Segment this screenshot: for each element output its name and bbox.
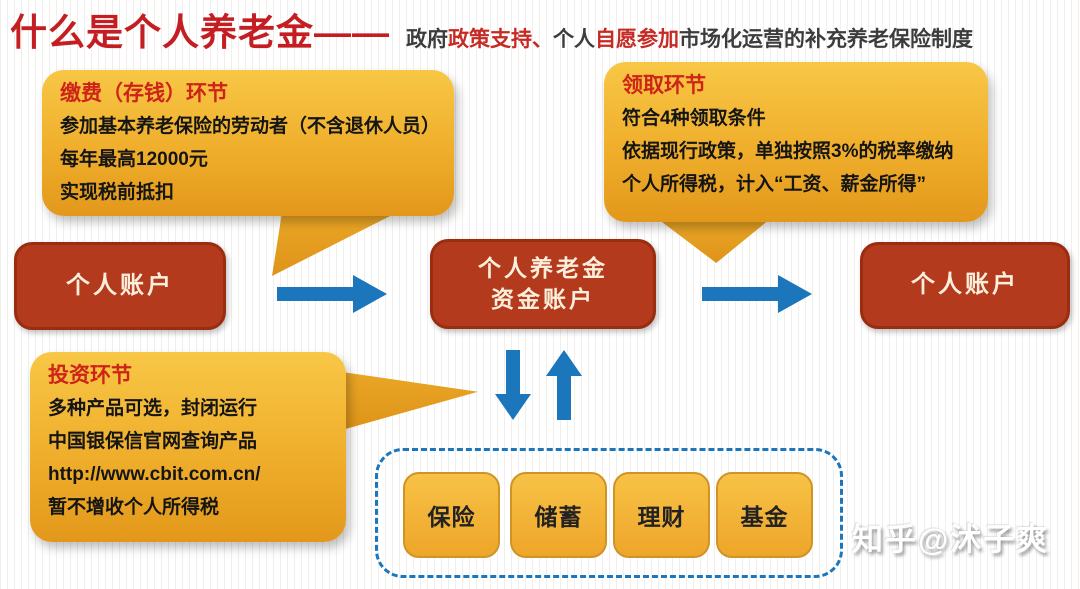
subtitle-segment-highlight: 政策支持、 <box>448 28 553 51</box>
product-label: 储蓄 <box>534 504 583 530</box>
product-box-fund: 基金 <box>716 472 813 558</box>
product-label: 理财 <box>637 504 686 530</box>
subtitle-segment: 市场化运营的补充养老保险制度 <box>679 28 973 51</box>
subtitle-segment-highlight: 自愿参加 <box>595 28 679 51</box>
subtitle-segment: 个人 <box>553 28 595 51</box>
bubble-withdraw-line: 依据现行政策，单独按照3%的税率缴纳 <box>622 141 954 162</box>
bubble-withdraw: 领取环节 符合4种领取条件 依据现行政策，单独按照3%的税率缴纳 个人所得税，计… <box>604 62 988 222</box>
bubble-withdraw-title: 领取环节 <box>622 74 706 97</box>
products-container <box>375 448 843 578</box>
arrow-down-icon <box>495 350 531 420</box>
bubble-withdraw-line: 个人所得税，计入“工资、薪金所得” <box>622 174 927 195</box>
watermark: 知乎@沭子爽 <box>852 522 1050 557</box>
bubble-tail-invest <box>342 372 478 430</box>
subtitle: 政府政策支持、个人自愿参加市场化运营的补充养老保险制度 <box>406 23 973 53</box>
node-pension-fund-account: 个人养老金 资金账户 <box>430 239 656 329</box>
product-box-insurance: 保险 <box>403 472 500 558</box>
arrow-up-icon <box>546 350 582 420</box>
node-label: 个人账户 <box>66 271 174 299</box>
bubble-invest-line: 多种产品可选，封闭运行 <box>48 398 258 419</box>
subtitle-segment: 政府 <box>406 28 448 51</box>
bubble-withdraw-line: 符合4种领取条件 <box>622 108 766 129</box>
arrow-right-icon <box>702 275 812 313</box>
bubble-invest: 投资环节 多种产品可选，封闭运行 中国银保信官网查询产品 http://www.… <box>30 352 346 542</box>
bubble-invest-line: 暂不增收个人所得税 <box>48 497 220 518</box>
bubble-invest-line: 中国银保信官网查询产品 <box>48 431 258 452</box>
bubble-invest-line: http://www.cbit.com.cn/ <box>48 464 261 485</box>
node-label: 个人账户 <box>911 271 1019 299</box>
bubble-contribute: 缴费（存钱）环节 参加基本养老保险的劳动者（不含退休人员） 每年最高12000元… <box>42 70 454 216</box>
bubble-contribute-line: 实现税前抵扣 <box>60 182 175 203</box>
product-box-savings: 储蓄 <box>510 472 607 558</box>
node-personal-account-left: 个人账户 <box>14 242 226 330</box>
bubble-contribute-line: 每年最高12000元 <box>60 149 208 170</box>
bubble-tail-contribute <box>272 212 398 276</box>
node-label-line1: 个人养老金 <box>478 254 608 281</box>
node-label-line2: 资金账户 <box>491 286 595 312</box>
page-title: 什么是个人养老金—— <box>10 12 390 53</box>
bubble-contribute-title: 缴费（存钱）环节 <box>60 82 228 105</box>
node-personal-account-right: 个人账户 <box>860 242 1070 329</box>
product-label: 基金 <box>740 504 789 530</box>
bubble-contribute-line: 参加基本养老保险的劳动者（不含退休人员） <box>60 116 441 137</box>
bubble-invest-title: 投资环节 <box>48 364 132 387</box>
product-label: 保险 <box>427 504 476 530</box>
product-box-wealth: 理财 <box>613 472 710 558</box>
bubble-tail-withdraw <box>658 219 770 263</box>
arrow-right-icon <box>277 275 387 313</box>
